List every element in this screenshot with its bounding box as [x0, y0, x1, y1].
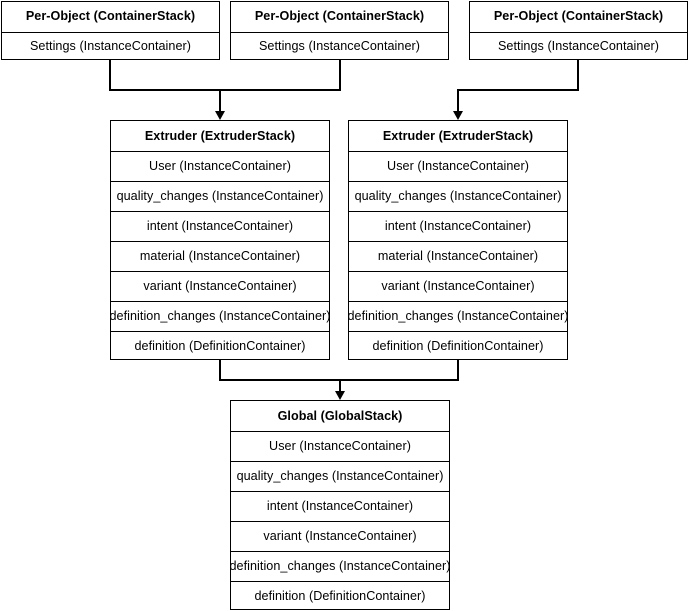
edge-top-bus-left — [109, 89, 341, 91]
edge-per-object-3-vertical — [577, 60, 579, 91]
node-per-object-1-row-0: Settings (InstanceContainer) — [2, 31, 219, 62]
node-extruder-2-row-0: User (InstanceContainer) — [349, 151, 567, 181]
node-global-stack-row-4: definition_changes (InstanceContainer) — [229, 551, 450, 581]
edge-extruder-1-vertical — [219, 360, 221, 381]
node-extruder-2-row-5: definition_changes (InstanceContainer) — [347, 301, 568, 331]
node-per-object-1-header: Per-Object (ContainerStack) — [25, 9, 196, 24]
node-extruder-1-row-5: definition_changes (InstanceContainer) — [109, 301, 330, 331]
edge-drop-extruder-2 — [457, 89, 459, 114]
edge-bottom-bus — [219, 379, 459, 381]
edge-extruder-2-vertical — [457, 360, 459, 381]
node-global-stack-header: Global (GlobalStack) — [277, 408, 403, 423]
edge-top-bus-right — [457, 89, 579, 91]
node-extruder-1-row-4: variant (InstanceContainer) — [111, 271, 329, 301]
edge-per-object-2-vertical — [339, 60, 341, 91]
node-extruder-1-row-0: User (InstanceContainer) — [111, 151, 329, 181]
node-extruder-1[interactable]: Extruder (ExtruderStack) User (InstanceC… — [109, 120, 330, 361]
node-per-object-3-header: Per-Object (ContainerStack) — [493, 9, 664, 24]
node-extruder-2-row-2: intent (InstanceContainer) — [349, 211, 567, 241]
node-extruder-2[interactable]: Extruder (ExtruderStack) User (InstanceC… — [347, 120, 568, 361]
node-global-stack-row-1: quality_changes (InstanceContainer) — [231, 461, 449, 491]
node-global-stack-row-2: intent (InstanceContainer) — [231, 491, 449, 521]
arrowhead-extruder-1 — [214, 111, 225, 120]
node-per-object-2-header: Per-Object (ContainerStack) — [254, 9, 425, 24]
node-global-stack-row-5: definition (DefinitionContainer) — [231, 581, 449, 611]
edge-per-object-1-vertical — [109, 60, 111, 91]
edge-drop-global — [339, 379, 341, 394]
arrowhead-extruder-2 — [452, 111, 463, 120]
node-per-object-2[interactable]: Per-Object (ContainerStack) Settings (In… — [230, 1, 449, 60]
node-global-stack-row-3: variant (InstanceContainer) — [231, 521, 449, 551]
node-per-object-3-row-0: Settings (InstanceContainer) — [470, 31, 687, 62]
node-global-stack[interactable]: Global (GlobalStack) User (InstanceConta… — [229, 400, 450, 611]
node-extruder-1-row-3: material (InstanceContainer) — [111, 241, 329, 271]
node-extruder-1-row-2: intent (InstanceContainer) — [111, 211, 329, 241]
node-per-object-2-row-0: Settings (InstanceContainer) — [231, 31, 448, 62]
node-extruder-2-header: Extruder (ExtruderStack) — [382, 128, 534, 143]
node-per-object-3[interactable]: Per-Object (ContainerStack) Settings (In… — [469, 1, 688, 60]
node-extruder-1-header: Extruder (ExtruderStack) — [144, 128, 296, 143]
node-extruder-1-row-6: definition (DefinitionContainer) — [111, 331, 329, 361]
node-extruder-2-row-6: definition (DefinitionContainer) — [349, 331, 567, 361]
node-extruder-1-row-1: quality_changes (InstanceContainer) — [111, 181, 329, 211]
node-extruder-2-row-3: material (InstanceContainer) — [349, 241, 567, 271]
node-extruder-2-row-1: quality_changes (InstanceContainer) — [349, 181, 567, 211]
node-extruder-2-row-4: variant (InstanceContainer) — [349, 271, 567, 301]
node-global-stack-row-0: User (InstanceContainer) — [231, 431, 449, 461]
edge-drop-extruder-1 — [219, 89, 221, 114]
node-per-object-1[interactable]: Per-Object (ContainerStack) Settings (In… — [1, 1, 220, 60]
arrowhead-global — [334, 391, 345, 400]
